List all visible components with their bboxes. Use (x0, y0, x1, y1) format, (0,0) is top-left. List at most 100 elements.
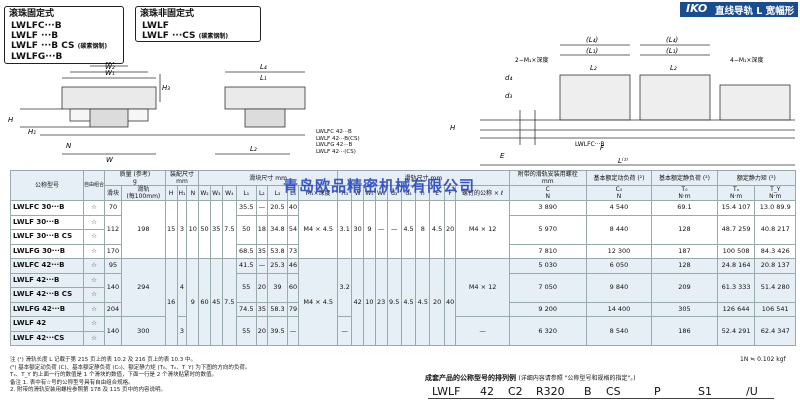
cell: 7.5 (221, 258, 237, 346)
cell: — (255, 258, 269, 274)
cell: 3.2 (337, 258, 353, 317)
cell: 53.8 (267, 243, 288, 259)
label-l2b: L₂ (670, 64, 677, 72)
cell: 126 644 (716, 301, 756, 317)
sym-tx-text: Tₓ (732, 186, 740, 193)
cell: 40 (443, 258, 457, 346)
cell: 35 (255, 301, 269, 317)
cell: 40.8 217 (754, 214, 796, 245)
sym-w3: W₃ (209, 185, 223, 201)
fixed-model-1: LWLFC···B (11, 21, 62, 31)
cell: 140 (104, 272, 122, 303)
cell: 20 (429, 258, 445, 346)
cell: M4 × 12 (455, 200, 510, 259)
sym-h1: H₁ (176, 185, 188, 201)
label-w3: W₃ (105, 62, 115, 66)
cell: 3.1 (337, 200, 353, 259)
star-icon: ☆ (82, 272, 106, 288)
cell: — (374, 200, 388, 259)
hd-mass: 质量 (参考)g (104, 170, 166, 186)
hd-mass-text: 质量 (参考) (119, 171, 151, 178)
label-l1a: (L₁) (586, 47, 598, 55)
sym-l1: L₁ (235, 185, 257, 201)
cell: 128 (651, 258, 718, 274)
hd-raildim-unit: mm (430, 174, 443, 182)
cell: 4.5 (400, 258, 417, 346)
star-icon: ☆ (82, 330, 106, 346)
label-m1: 2−M₁×深度 (515, 56, 548, 64)
cell: 73 (286, 243, 300, 259)
label-l: L⁽¹⁾ (618, 157, 628, 165)
row-model: LWLF 30···B (10, 214, 84, 230)
star-icon: ☆ (82, 229, 106, 245)
row-model: LWLF 30···B CS (10, 229, 84, 245)
footnote-line: 注 (¹) 滑轨长度 L 记载于第 215 页上的表 10.2 及 216 页上… (10, 357, 197, 363)
sym-ty-text: T_Y (770, 186, 781, 193)
label-e: E (500, 152, 505, 160)
star-icon: ☆ (82, 287, 106, 303)
cell: 79 (286, 301, 300, 317)
cell: 35 (209, 200, 223, 259)
cell: 40 (286, 200, 300, 216)
table-row: LWLFC 30···B ☆ 70 198 15 3 10 50 35 7.5 … (10, 200, 796, 259)
code-seg: R320 (532, 385, 580, 399)
cell: 6 050 (585, 258, 653, 274)
cell: 20.8 137 (754, 258, 796, 274)
cell-f: 20 (445, 225, 455, 233)
cell: 9.5 (386, 258, 402, 346)
cell: 4.5 (400, 200, 417, 259)
row-model: LWLF 42···CS (10, 330, 84, 346)
cell: 8 (415, 200, 431, 259)
cell: 42 (351, 258, 365, 346)
star-icon: ☆ (82, 258, 106, 274)
cell: 58.3 (267, 301, 288, 317)
row-model: LWLF 42···B (10, 272, 84, 288)
hd-blockdim: 滑块尺寸 mm (198, 170, 339, 186)
cell: 3 (176, 316, 188, 346)
cell: 74.5 (235, 301, 257, 317)
fixed-model-3: LWLF ···B CS (11, 41, 75, 51)
cell: 12 300 (585, 243, 653, 259)
unit-ty: N·m (769, 193, 782, 200)
cell: 20 (255, 316, 269, 346)
label-d3: d₃ (505, 92, 512, 100)
code-seg: CS (602, 385, 650, 399)
cell: 300 (120, 316, 166, 346)
cell: 294 (120, 258, 166, 317)
cell: 60 (286, 272, 300, 303)
sym-w4: W₄ (221, 185, 237, 201)
cell: 60 (198, 258, 211, 346)
star-icon: ☆ (82, 200, 106, 216)
unit-t0: N·m (678, 193, 691, 200)
cell: 48.7 259 (716, 214, 756, 245)
star-icon: ☆ (82, 301, 106, 317)
label-l1: L₁ (260, 74, 267, 82)
cell: 4.5 (415, 258, 431, 346)
cell: 7.5 (221, 200, 237, 259)
cell: 50 (235, 214, 257, 245)
cross-section-drawing: W₁ W₂ W₃ H₃ H H₁ N W L₄ L₁ L₂ (8, 62, 306, 164)
cell: 209 (651, 272, 718, 303)
cell: 9 840 (585, 272, 653, 303)
code-seg: P (650, 385, 694, 399)
hd-rail-text: 滑轨 (137, 186, 150, 193)
table-row: LWLFG 42···B ☆ 204 74.5 35 58.3 79 9 200… (10, 301, 796, 317)
cell: 3 890 (508, 200, 587, 216)
cell: 54 (286, 214, 300, 245)
hd-bolt-unit: mm (541, 178, 554, 185)
code-example: LWLF 42 C2 R320 B CS P S1 /U (428, 385, 774, 399)
hd-mass-unit: g (133, 178, 137, 185)
legend-item: LWLF 42···(CS) (316, 148, 356, 155)
hd-rail-sub: (每100mm) (126, 193, 161, 200)
sym-h3: H₃ (337, 185, 353, 201)
cell: 18 (255, 214, 269, 245)
cell: 39.5 (267, 316, 288, 346)
label-m1b: 4−M₁×深度 (730, 56, 763, 64)
cell: 84.3 426 (754, 243, 796, 259)
cell: 62.4 347 (754, 316, 796, 346)
nonfixed-model-2: LWLF ···CS (142, 31, 196, 41)
cell: 16 (164, 258, 178, 346)
unit-note: 1N ≒ 0.102 kgf (740, 356, 786, 363)
